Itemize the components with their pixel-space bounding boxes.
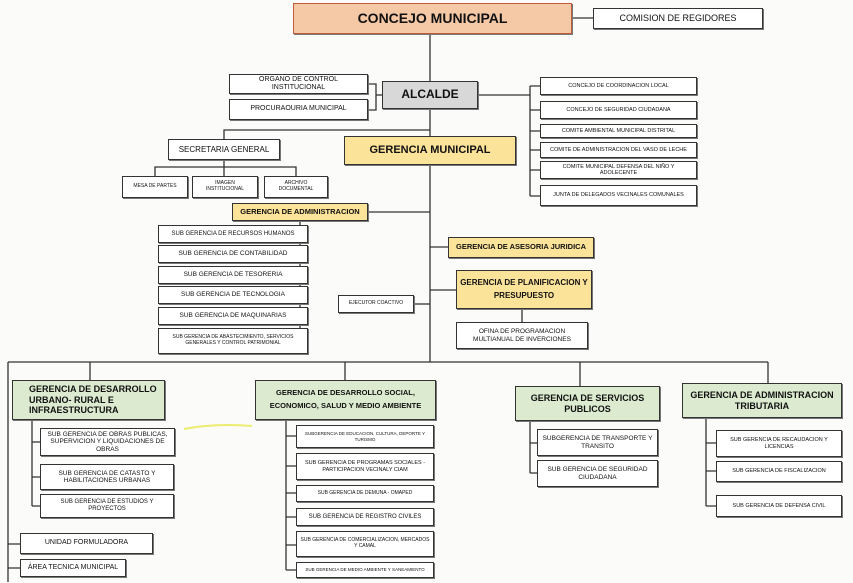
gerencia-administracion-label: GERENCIA DE ADMINISTRACION (240, 206, 360, 216)
comite-vaso-leche-label: COMITE DE ADMINISTRACION DEL VASO DE LEC… (550, 146, 687, 153)
area-tecnica-box: ÁREA TECNICA MUNICIPAL (20, 559, 126, 577)
comision-regidores-label: COMISION DE REGIDORES (619, 13, 737, 24)
sg-comercializacion-label: SUB GERENCIA DE COMERCIALIZACION, MERCAD… (300, 537, 430, 549)
gerencia-servicios-publicos-box: GERENCIA DE SERVICIOS PUBLICOS (515, 386, 660, 421)
gerencia-servicios-publicos-label: GERENCIA DE SERVICIOS PUBLICOS (530, 393, 645, 414)
sg-tesoreria-box: SUB GERENCIA DE TESORERIA (158, 266, 308, 284)
alcalde-label: ALCALDE (401, 87, 459, 102)
sg-seguridad-ciudadana-label: SUB GERENCIA DE SEGURIDAD CIUDADANA (547, 466, 648, 481)
gerencia-desarrollo-social-label: GERENCIA DE DESARROLLO SOCIAL, ECONOMICO… (269, 388, 422, 410)
sg-medio-ambiente-label: SUB GERENCIA DE MEDIO AMBIENTE Y SANEAMI… (305, 567, 425, 573)
comite-defensa-label: COMITE MUNICIPAL DEFENSA DEL NIÑO Y ADOL… (562, 163, 675, 176)
comite-ambiental-box: COMITE AMBIENTAL MUNICIPAL DISTRITAL (540, 124, 697, 138)
sg-obras-publicas-box: SUB GERENCIA DE OBRAS PUBLICAS, SUPERVIC… (40, 428, 175, 456)
sg-contabilidad-box: SUB GERENCIA DE CONTABILIDAD (158, 245, 308, 263)
organo-control-box: ORGANO DE CONTROL INSTITUCIONAL (229, 74, 368, 94)
opmi-box: OFINA DE PROGRAMACION MULTIANUAL DE INVE… (456, 322, 588, 349)
junta-delegados-label: JUNTA DE DELEGADOS VECINALES COMUNALES (553, 192, 684, 199)
procuraduria-box: PROCURAOURIA MUNICIPAL (229, 99, 368, 120)
sg-seguridad-ciudadana-box: SUB GERENCIA DE SEGURIDAD CIUDADANA (537, 460, 658, 487)
gerencia-planificacion-box: GERENCIA DE PLANIFICACION Y PRESUPUESTO (456, 270, 592, 309)
imagen-institucional-label: IMAGEN INSTITUCIONAL (205, 180, 245, 192)
sg-transporte-label: SUBGERENCIA DE TRANSPORTE Y TRANSITO (542, 435, 653, 450)
unidad-formuladora-box: UNIDAD FORMULADORA (20, 533, 153, 554)
concejo-coordinacion-label: CONCEJO DE COORDINACION LOCAL (568, 82, 669, 89)
opmi-label: OFINA DE PROGRAMACION MULTIANUAL DE INVE… (473, 328, 571, 343)
sg-programas-sociales-box: SUB GERENCIA DE PROGRAMAS SOCIALES - PAR… (296, 453, 434, 480)
secretaria-general-label: SECRETARIA GENERAL (178, 144, 270, 154)
gerencia-tributaria-box: GERENCIA DE ADMINISTRACION TRIBUTARIA (682, 383, 842, 418)
alcalde-box: ALCALDE (382, 81, 478, 109)
sg-transporte-box: SUBGERENCIA DE TRANSPORTE Y TRANSITO (537, 429, 658, 456)
concejo-seguridad-box: CONCEJO DE SEGURIDAD CIUDADANA (540, 101, 697, 119)
mesa-partes-label: MESA DE PARTES (133, 183, 177, 190)
sg-comercializacion-box: SUB GERENCIA DE COMERCIALIZACION, MERCAD… (296, 531, 434, 557)
unidad-formuladora-label: UNIDAD FORMULADORA (44, 539, 129, 547)
concejo-municipal-label: CONCEJO MUNICIPAL (357, 10, 508, 27)
sg-registro-civiles-label: SUB GERENCIA DE REGISTRO CIVILES (308, 513, 422, 520)
archivo-documental-box: ARCHIVO DOCUMENTAL (264, 176, 328, 198)
sg-tesoreria-label: SUB GERENCIA DE TESORERIA (183, 271, 283, 279)
comision-regidores-box: COMISION DE REGIDORES (593, 8, 763, 29)
sg-defensa-civil-label: SUB GERENCIA DE DEFENSA CIVIL (732, 502, 826, 509)
sg-maquinarias-label: SUB GERENCIA DE MAQUINARIAS (179, 312, 287, 320)
sg-educacion-label: SUBGERENCIA DE EDUCACION, CULTURA, DEPOR… (304, 431, 426, 442)
sg-catastro-label: SUB GERENCIA DE CATASTO Y HABILITACIONES… (58, 469, 156, 484)
archivo-documental-label: ARCHIVO DOCUMENTAL (278, 180, 314, 192)
sg-fiscalizacion-label: SUB GERENCIA DE FISCALIZACION (732, 468, 826, 475)
sg-contabilidad-label: SUB GERENCIA DE CONTABILIDAD (178, 250, 288, 258)
gerencia-administracion-box: GERENCIA DE ADMINISTRACION (232, 203, 368, 221)
sg-recursos-humanos-label: SUB GERENCIA DE RECURSOS HUMANOS (171, 230, 295, 237)
concejo-seguridad-label: CONCEJO DE SEGURIDAD CIUDADANA (566, 106, 671, 113)
gerencia-tributaria-label: GERENCIA DE ADMINISTRACION TRIBUTARIA (690, 390, 834, 411)
sg-medio-ambiente-box: SUB GERENCIA DE MEDIO AMBIENTE Y SANEAMI… (296, 562, 434, 578)
sg-abastecimiento-label: SUB GERENCIA DE ABASTECIMIENTO, SERVICIO… (172, 334, 294, 346)
sg-defensa-civil-box: SUB GERENCIA DE DEFENSA CIVIL (716, 495, 842, 517)
junta-delegados-box: JUNTA DE DELEGADOS VECINALES COMUNALES (540, 185, 697, 206)
comite-ambiental-label: COMITE AMBIENTAL MUNICIPAL DISTRITAL (561, 127, 676, 134)
comite-defensa-box: COMITE MUNICIPAL DEFENSA DEL NIÑO Y ADOL… (540, 161, 697, 179)
sg-recaudacion-label: SUB GERENCIA DE RECAUDACION Y LICENCIAS (730, 437, 828, 450)
concejo-coordinacion-box: CONCEJO DE COORDINACION LOCAL (540, 77, 697, 95)
sg-demuna-box: SUB GERENCIA DE DEMUNA - OMAPED (296, 485, 434, 502)
organo-control-label: ORGANO DE CONTROL INSTITUCIONAL (259, 75, 338, 91)
gerencia-desarrollo-urbano-box: GERENCIA DE DESARROLLO URBANO- RURAL E I… (12, 380, 165, 420)
sg-estudios-box: SUB GERENCIA DE ESTUDIOS Y PROYECTOS (40, 494, 174, 518)
sg-fiscalizacion-box: SUB GERENCIA DE FISCALIZACION (716, 461, 842, 482)
ejecutor-coactivo-label: EJECUTOR COACTIVO (348, 300, 404, 307)
sg-abastecimiento-box: SUB GERENCIA DE ABASTECIMIENTO, SERVICIO… (158, 328, 308, 354)
sg-demuna-label: SUB GERENCIA DE DEMUNA - OMAPED (317, 489, 413, 496)
gerencia-desarrollo-social-box: GERENCIA DE DESARROLLO SOCIAL, ECONOMICO… (255, 380, 436, 420)
comite-vaso-leche-box: COMITE DE ADMINISTRACION DEL VASO DE LEC… (540, 142, 697, 158)
ejecutor-coactivo-box: EJECUTOR COACTIVO (338, 295, 414, 313)
sg-recaudacion-box: SUB GERENCIA DE RECAUDACION Y LICENCIAS (716, 430, 842, 457)
sg-catastro-box: SUB GERENCIA DE CATASTO Y HABILITACIONES… (40, 464, 174, 490)
sg-registro-civiles-box: SUB GERENCIA DE REGISTRO CIVILES (296, 508, 434, 526)
gerencia-municipal-box: GERENCIA MUNICIPAL (344, 136, 516, 165)
gerencia-municipal-label: GERENCIA MUNICIPAL (369, 144, 491, 157)
sg-recursos-humanos-box: SUB GERENCIA DE RECURSOS HUMANOS (158, 225, 308, 243)
sg-tecnologia-box: SUB GERENCIA DE TECNOLOGIA (158, 286, 308, 304)
sg-obras-publicas-label: SUB GERENCIA DE OBRAS PUBLICAS, SUPERVIC… (47, 430, 168, 453)
concejo-municipal-box: CONCEJO MUNICIPAL (293, 3, 572, 34)
procuraduria-label: PROCURAOURIA MUNICIPAL (250, 105, 347, 113)
gerencia-planificacion-label: GERENCIA DE PLANIFICACION Y PRESUPUESTO (460, 277, 588, 300)
gerencia-asesoria-juridica-box: GERENCIA DE ASESORIA JURIDICA (448, 237, 594, 258)
secretaria-general-box: SECRETARIA GENERAL (168, 139, 280, 160)
imagen-institucional-box: IMAGEN INSTITUCIONAL (192, 176, 258, 198)
sg-educacion-box: SUBGERENCIA DE EDUCACION, CULTURA, DEPOR… (296, 425, 434, 448)
mesa-partes-box: MESA DE PARTES (122, 176, 188, 198)
area-tecnica-label: ÁREA TECNICA MUNICIPAL (27, 563, 119, 571)
sg-programas-sociales-label: SUB GERENCIA DE PROGRAMAS SOCIALES - PAR… (304, 460, 426, 473)
gerencia-desarrollo-urbano-label: GERENCIA DE DESARROLLO URBANO- RURAL E I… (29, 384, 157, 416)
sg-maquinarias-box: SUB GERENCIA DE MAQUINARIAS (158, 307, 308, 325)
gerencia-asesoria-juridica-label: GERENCIA DE ASESORIA JURIDICA (455, 242, 587, 252)
sg-estudios-label: SUB GERENCIA DE ESTUDIOS Y PROYECTOS (60, 499, 154, 512)
sg-tecnologia-label: SUB GERENCIA DE TECNOLOGIA (181, 291, 285, 299)
